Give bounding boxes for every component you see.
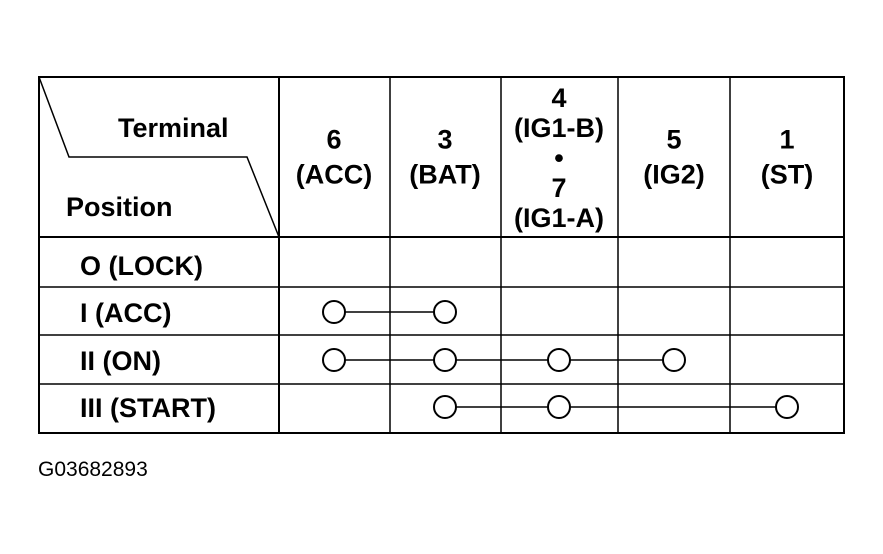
column-headers: 6 (ACC) 3 (BAT) 4(IG1-B)•7(IG1-A) 5 (IG2) 1 (ST)	[296, 83, 813, 233]
figure-id: G03682893	[38, 458, 148, 481]
position-heading: Position	[66, 192, 173, 222]
column-header-line: (BAT)	[409, 160, 480, 190]
row-label: O (LOCK)	[80, 251, 203, 281]
column-header-line: 5	[666, 125, 681, 155]
connections	[322, 300, 799, 419]
column-header-line: 4	[551, 83, 566, 113]
table-frame	[38, 76, 845, 434]
column-header-line: (ST)	[761, 160, 813, 190]
connection-circle	[547, 348, 571, 372]
connection-circle	[547, 395, 571, 419]
connection-circle	[322, 348, 346, 372]
column-header-line: 7	[551, 173, 566, 203]
column-header-line: •	[554, 143, 563, 173]
row-label: II (ON)	[80, 346, 161, 376]
column-header-line: (IG1-B)	[514, 113, 604, 143]
row-label: I (ACC)	[80, 298, 171, 328]
column-header-line: (ACC)	[296, 160, 372, 190]
connection-circle	[433, 348, 457, 372]
row-label: III (START)	[80, 393, 216, 423]
column-header-line: 1	[779, 125, 794, 155]
connection-circle	[433, 395, 457, 419]
connection-circle	[322, 300, 346, 324]
corner-diagonal	[38, 76, 280, 238]
column-header-line: 6	[326, 125, 341, 155]
column-header-line: 3	[437, 125, 452, 155]
connection-circle	[775, 395, 799, 419]
connection-circle	[433, 300, 457, 324]
column-header-line: (IG2)	[643, 160, 705, 190]
column-header-line: (IG1-A)	[514, 203, 604, 233]
connection-circle	[662, 348, 686, 372]
terminal-heading: Terminal	[118, 113, 229, 143]
row-labels: O (LOCK) I (ACC) II (ON) III (START)	[80, 251, 216, 423]
